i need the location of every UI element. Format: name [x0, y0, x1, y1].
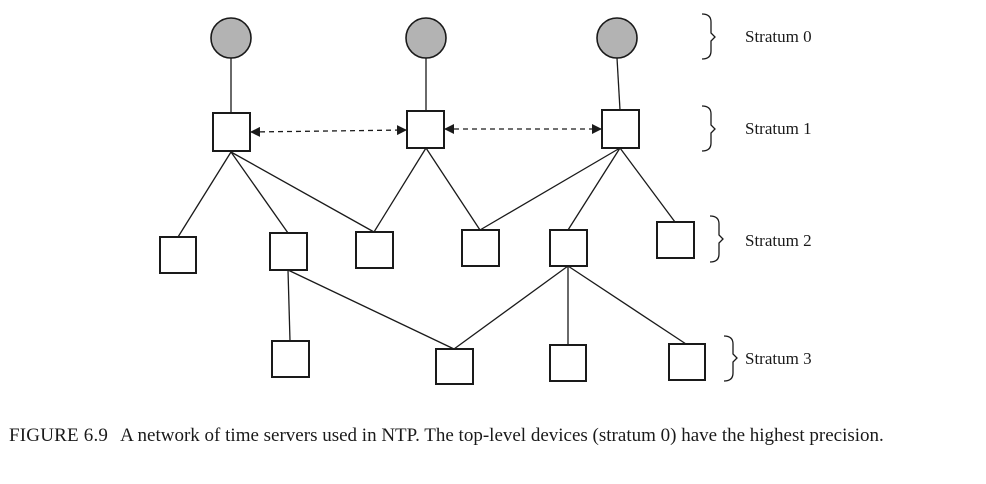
peer-link-group [250, 124, 602, 137]
stratum-2-node [355, 231, 394, 269]
figure-number: FIGURE 6.9 [9, 425, 109, 446]
stratum-3-node [271, 340, 310, 378]
link-s1b-s2d [425, 147, 481, 231]
stratum-1-label: Stratum 1 [745, 119, 812, 138]
stratum-2-label: Stratum 2 [745, 231, 812, 250]
link-s0c-s1c [616, 57, 621, 111]
stratum-3-node [549, 344, 587, 382]
link-s1b-s2c [373, 147, 427, 233]
stratum-0-node [405, 17, 447, 59]
peer-link-s1a-s1b [250, 125, 407, 137]
link-group [177, 57, 687, 350]
stratum-3-node [668, 343, 706, 381]
stratum-1-node [601, 109, 640, 149]
ntp-network-diagram: Stratum 0 Stratum 1 Stratum 2 Stratum 3 [159, 13, 812, 385]
stratum-0-node [596, 17, 638, 59]
stratum-0-node [210, 17, 252, 59]
link-s1a-s2c [230, 151, 375, 233]
stratum-0-nodes [210, 17, 638, 59]
stratum-bracket-2 [709, 215, 724, 263]
stratum-bracket-1 [701, 105, 716, 152]
link-s1c-s2d [479, 147, 621, 231]
link-s2e-s3d [567, 265, 687, 345]
stratum-bracket-3 [723, 335, 738, 382]
stratum-2-node [656, 221, 695, 259]
stratum-brackets [701, 13, 738, 382]
link-s1a-s2a [177, 151, 232, 238]
link-s2b-s3b [287, 269, 455, 350]
stratum-1-node [212, 112, 251, 152]
stratum-2-node [159, 236, 197, 274]
server-nodes [159, 109, 706, 385]
link-s1c-s2f [619, 147, 676, 223]
stratum-3-node [435, 348, 474, 385]
stratum-2-node [549, 229, 588, 267]
link-s2b-s3a [287, 269, 291, 342]
stratum-0-label: Stratum 0 [745, 27, 812, 46]
stratum-3-label: Stratum 3 [745, 349, 812, 368]
stratum-bracket-0 [701, 13, 716, 60]
link-s2e-s3b [453, 265, 569, 350]
stratum-1-node [406, 110, 445, 149]
figure-caption-text: A network of time servers used in NTP. T… [120, 425, 884, 446]
stratum-2-node [269, 232, 308, 271]
figure-caption: FIGURE 6.9 A network of time servers used… [9, 423, 979, 448]
stratum-2-node [461, 229, 500, 267]
link-s1c-s2e [567, 147, 621, 231]
link-s1a-s2b [230, 151, 289, 234]
